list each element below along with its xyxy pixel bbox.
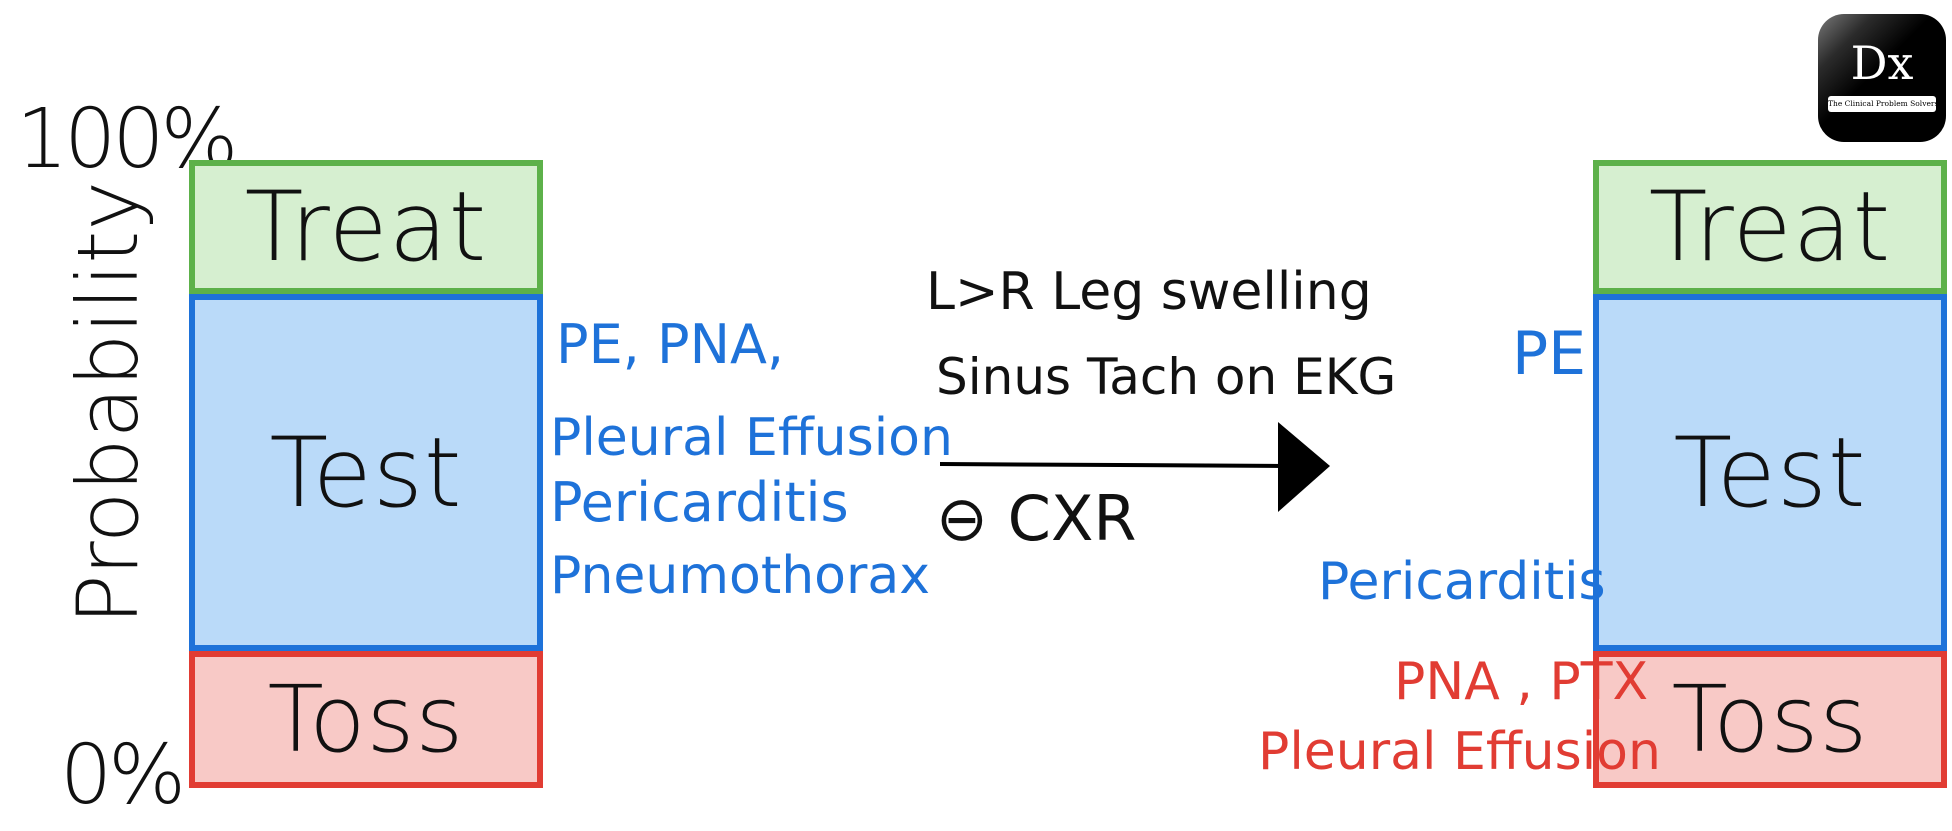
right-treat-label: Treat bbox=[1648, 171, 1892, 283]
left-test-zone: Test bbox=[189, 294, 543, 651]
finding-leg-swelling: L>R Leg swelling bbox=[926, 262, 1372, 322]
left-toss-label: Toss bbox=[267, 666, 465, 773]
left-test-item-4: Pneumothorax bbox=[550, 546, 930, 606]
right-test-label: Test bbox=[1673, 416, 1867, 529]
right-treat-zone: Treat bbox=[1593, 160, 1947, 294]
axis-bottom-label: 0% bbox=[60, 728, 186, 823]
left-treat-zone: Treat bbox=[189, 160, 543, 294]
right-arrow-icon bbox=[939, 422, 1330, 512]
axis-title: Probability bbox=[59, 180, 157, 625]
left-test-item-1: PE, PNA, bbox=[556, 313, 785, 376]
finding-sinus-tach: Sinus Tach on EKG bbox=[936, 348, 1397, 406]
dx-logo: Dx The Clinical Problem Solvers bbox=[1818, 14, 1946, 142]
left-test-item-2: Pleural Effusion bbox=[550, 408, 953, 468]
right-toss-item-1: PNA , PTX bbox=[1394, 652, 1649, 712]
right-test-zone: Test bbox=[1593, 294, 1947, 651]
right-toss-item-2: Pleural Effusion bbox=[1258, 722, 1661, 782]
right-test-item-top: PE bbox=[1512, 319, 1587, 389]
finding-negative-cxr: ⊖ CXR bbox=[936, 482, 1137, 555]
dx-logo-tagline: The Clinical Problem Solvers bbox=[1828, 96, 1936, 112]
left-treat-label: Treat bbox=[244, 171, 488, 283]
right-test-item-bottom: Pericarditis bbox=[1318, 552, 1606, 612]
right-toss-label: Toss bbox=[1671, 666, 1869, 773]
left-test-label: Test bbox=[269, 416, 463, 529]
right-toss-zone: Toss bbox=[1593, 651, 1947, 788]
left-test-item-3: Pericarditis bbox=[550, 471, 849, 534]
left-toss-zone: Toss bbox=[189, 651, 543, 788]
dx-logo-mark: Dx bbox=[1850, 36, 1914, 90]
